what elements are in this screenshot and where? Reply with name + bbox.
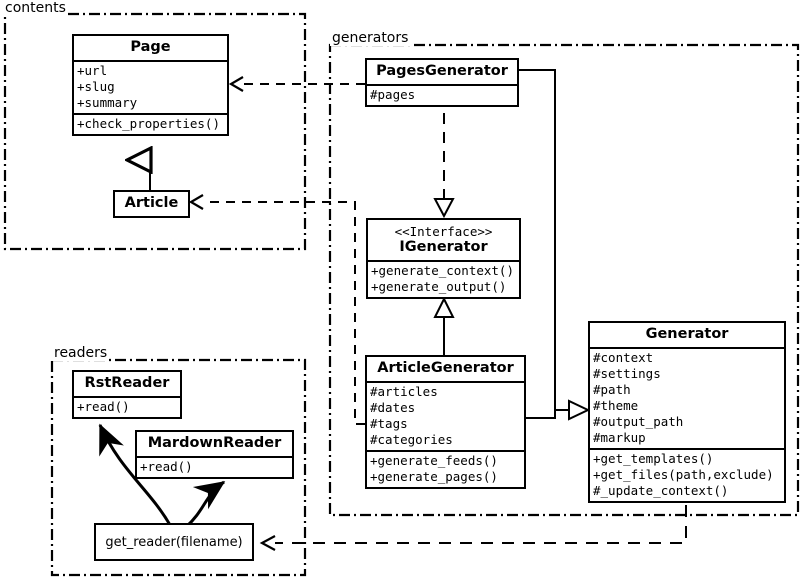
class-page[interactable]: Page +url +slug +summary +check_properti… xyxy=(72,34,229,137)
class-page-attributes: +url +slug +summary xyxy=(74,60,227,113)
class-rstreader-operations: +read() xyxy=(74,396,180,417)
class-page-operations: +check_properties() xyxy=(74,113,227,134)
operation: #_update_context() xyxy=(593,483,729,499)
package-frame-generators xyxy=(328,43,800,517)
class-generator-attributes: #context #settings #path #theme #output_… xyxy=(590,347,784,448)
operation: +read() xyxy=(140,459,193,475)
function-get-reader[interactable]: get_reader(filename) xyxy=(94,523,254,561)
attribute: #tags xyxy=(370,416,408,432)
class-page-title: Page xyxy=(130,39,171,55)
attribute: #theme xyxy=(593,398,639,414)
class-articlegenerator-operations: +generate_feeds() +generate_pages() xyxy=(367,450,524,487)
relation-getreader-to-mardownreader xyxy=(184,480,226,529)
attribute: #articles xyxy=(370,384,438,400)
relation-articlegenerator-to-article xyxy=(188,194,365,425)
class-articlegenerator[interactable]: ArticleGenerator #articles #dates #tags … xyxy=(365,355,526,490)
class-igenerator-operations: +generate_context() +generate_output() xyxy=(368,259,519,297)
operation: +generate_feeds() xyxy=(370,453,498,469)
package-frame-readers xyxy=(50,358,307,577)
class-articlegenerator-title: ArticleGenerator xyxy=(377,360,514,376)
class-mardownreader-title: MardownReader xyxy=(147,435,282,451)
operation: +get_files(path,exclude) xyxy=(593,467,774,483)
class-generator-operations: +get_templates() +get_files(path,exclude… xyxy=(590,448,784,501)
class-articlegenerator-attributes: #articles #dates #tags #categories xyxy=(367,381,524,450)
class-generator-title: Generator xyxy=(645,326,729,342)
relation-pagesgenerator-to-generator xyxy=(519,69,569,411)
operation: +check_properties() xyxy=(77,116,220,132)
operation: +read() xyxy=(77,399,130,415)
class-igenerator-name: IGenerator xyxy=(399,238,488,255)
class-mardownreader[interactable]: MardownReader +read() xyxy=(135,430,294,480)
attribute: +url xyxy=(77,63,108,79)
class-mardownreader-operations: +read() xyxy=(137,456,292,477)
attribute: +slug xyxy=(77,79,115,95)
class-rstreader-title: RstReader xyxy=(84,375,170,391)
package-label-readers: readers xyxy=(52,345,110,361)
relation-pagesgenerator-to-igenerator xyxy=(433,113,455,219)
attribute: #settings xyxy=(593,366,661,382)
attribute: #output_path xyxy=(593,414,684,430)
relation-generator-to-getreader xyxy=(259,505,687,551)
class-generator[interactable]: Generator #context #settings #path #them… xyxy=(588,321,786,504)
class-igenerator-stereotype: <<Interface>> xyxy=(394,224,493,239)
class-article[interactable]: Article xyxy=(113,190,190,219)
operation: +generate_pages() xyxy=(370,469,498,485)
operation: +get_templates() xyxy=(593,451,714,467)
class-pagesgenerator[interactable]: PagesGenerator #pages xyxy=(365,58,519,108)
class-igenerator[interactable]: <<Interface>> IGenerator +generate_conte… xyxy=(366,218,521,299)
relation-articlegenerator-to-generator xyxy=(526,399,591,421)
attribute: #dates xyxy=(370,400,416,416)
class-article-title: Article xyxy=(124,195,179,211)
class-igenerator-title: <<Interface>> IGenerator xyxy=(368,220,519,260)
attribute: #markup xyxy=(593,430,646,446)
class-pagesgenerator-title: PagesGenerator xyxy=(376,63,508,79)
attribute: #context xyxy=(593,350,654,366)
package-label-contents: contents xyxy=(3,0,68,16)
attribute: #path xyxy=(593,382,631,398)
operation: +generate_output() xyxy=(371,278,507,294)
operation: +generate_context() xyxy=(371,262,514,278)
attribute: +summary xyxy=(77,95,138,111)
attribute: #pages xyxy=(370,87,416,103)
relation-pagesgenerator-to-page xyxy=(228,76,365,92)
relation-articlegenerator-to-igenerator xyxy=(433,296,455,355)
attribute: #categories xyxy=(370,432,453,448)
class-rstreader[interactable]: RstReader +read() xyxy=(72,370,182,420)
package-label-generators: generators xyxy=(330,30,411,46)
package-frame-contents xyxy=(3,12,307,251)
class-pagesgenerator-attributes: #pages xyxy=(367,84,517,105)
function-get-reader-label: get_reader(filename) xyxy=(105,534,243,550)
